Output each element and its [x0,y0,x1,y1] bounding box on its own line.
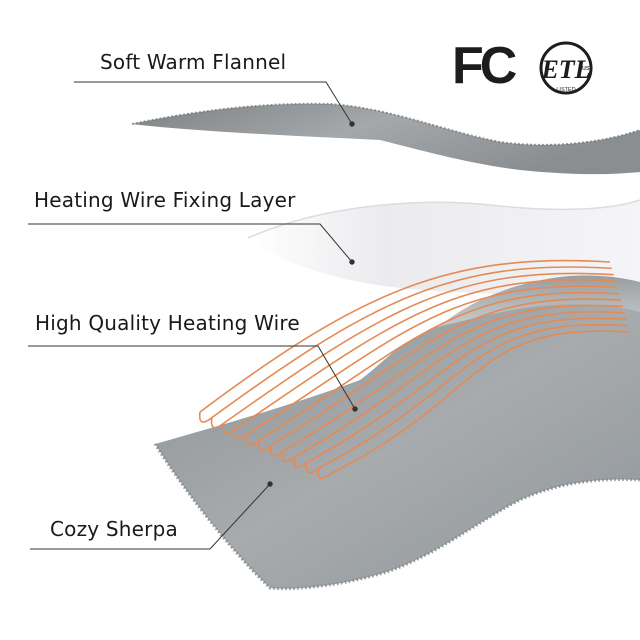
heating-wire-strand [305,317,627,464]
leader-line-fixing [28,223,353,263]
heating-wire-loop [317,468,331,480]
heating-wire-loop [305,462,319,474]
heating-wire [198,259,631,480]
etl-c-mark: c [545,65,549,72]
etl-listed-text: LISTED [556,87,575,93]
heating-wire-loop [293,456,307,468]
label-high-quality-heating-wire: High Quality Heating Wire [35,311,300,335]
label-cozy-sherpa: Cozy Sherpa [50,517,178,541]
fc-logo: FC [452,37,517,95]
flannel-layer [131,102,640,175]
heating-wire-strand [282,304,623,453]
leader-line-sherpa [209,483,271,550]
leader-line-flannel [74,81,353,125]
heating-wire-strand [223,272,614,424]
heating-wire-loop [281,451,296,463]
etl-text: ETL [540,55,590,84]
fixing-layer [247,199,640,297]
heating-wire-strand [329,330,631,475]
heating-wire-loop [246,434,260,446]
heating-wire-strand [235,279,616,430]
heating-wire-strand [270,298,621,447]
leader-lines [28,81,358,550]
label-soft-warm-flannel: Soft Warm Flannel [100,50,287,74]
heating-wire-loop [210,417,225,429]
heating-wire-strand [258,291,620,441]
heating-wire-strand [294,311,625,458]
heating-wire-strand [211,266,612,419]
heating-wire-strand [317,323,629,470]
heating-wire-loop [198,411,213,423]
heating-wire-loop [234,428,248,440]
etl-us-mark: us [582,65,590,72]
heating-wire-loop [222,423,236,435]
etl-logo: ETL c us LISTED [539,41,593,95]
heating-wire-loop [269,445,284,457]
heating-wire-strand [246,285,618,436]
leader-line-wire [28,345,356,410]
heating-wire-loop [258,440,272,452]
label-heating-wire-fixing-layer: Heating Wire Fixing Layer [34,188,296,212]
heating-wire-strand [199,259,611,413]
